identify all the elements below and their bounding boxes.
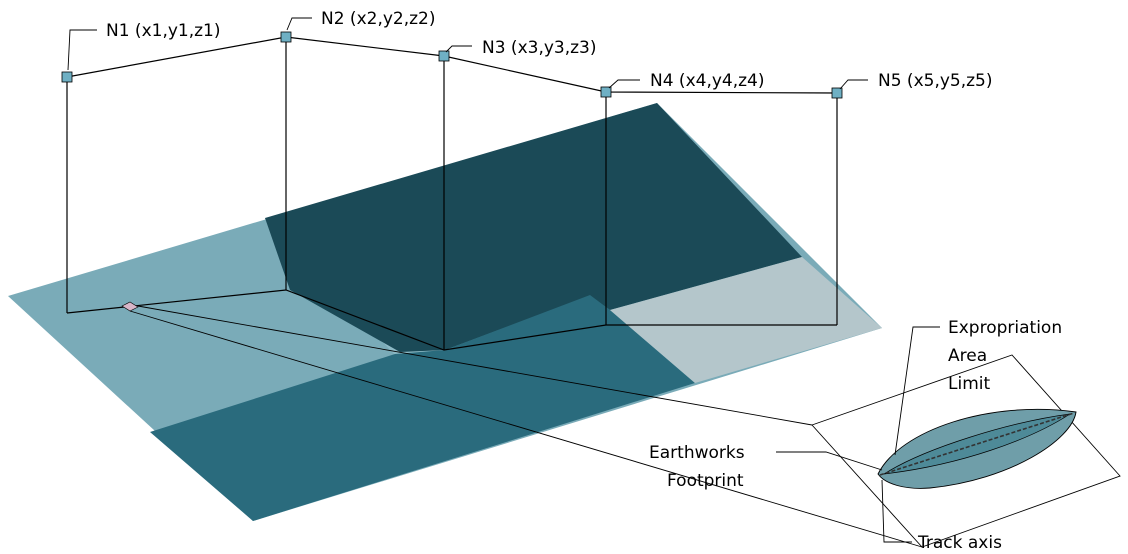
zoom-connector-upper <box>137 305 813 426</box>
node-label-n1: N1 (x1,y1,z1) <box>106 21 221 41</box>
label-track-axis: Track axis <box>917 533 1002 553</box>
detail-inset-plane <box>811 354 1121 548</box>
leader-n2 <box>286 17 312 31</box>
node-label-n5: N5 (x5,y5,z5) <box>878 71 993 91</box>
leader-earthworks <box>776 451 883 471</box>
node-label-n4: N4 (x4,y4,z4) <box>650 71 765 91</box>
track-axis <box>879 412 1075 476</box>
leader-n4 <box>608 79 640 89</box>
label-expropriation-3: Limit <box>948 374 990 394</box>
leader-expropriation <box>894 326 940 456</box>
leader-track-axis <box>881 479 912 543</box>
zoom-connector-lower <box>129 310 923 548</box>
node-n3-marker <box>438 50 450 62</box>
node-label-n3: N3 (x3,y3,z3) <box>482 38 597 58</box>
label-expropriation-1: Expropriation <box>948 318 1062 338</box>
leader-n1 <box>67 29 97 71</box>
node-markers <box>61 31 843 99</box>
label-earthworks-2: Footprint <box>667 471 744 491</box>
terrain-region-dark <box>265 103 802 352</box>
leader-n5 <box>839 79 868 90</box>
node-n4-marker <box>600 86 612 98</box>
label-earthworks-1: Earthworks <box>649 443 745 463</box>
ground-projection <box>66 289 837 351</box>
label-expropriation-2: Area <box>948 346 987 366</box>
terrain-region-grey <box>610 257 882 383</box>
terrain-region-mid <box>150 295 695 521</box>
detail-marker <box>121 301 139 312</box>
node-n5-marker <box>831 87 843 99</box>
node-label-n2: N2 (x2,y2,z2) <box>321 9 436 29</box>
node-n1-marker <box>61 71 73 83</box>
leader-n3 <box>445 45 472 53</box>
node-n2-marker <box>280 31 292 43</box>
